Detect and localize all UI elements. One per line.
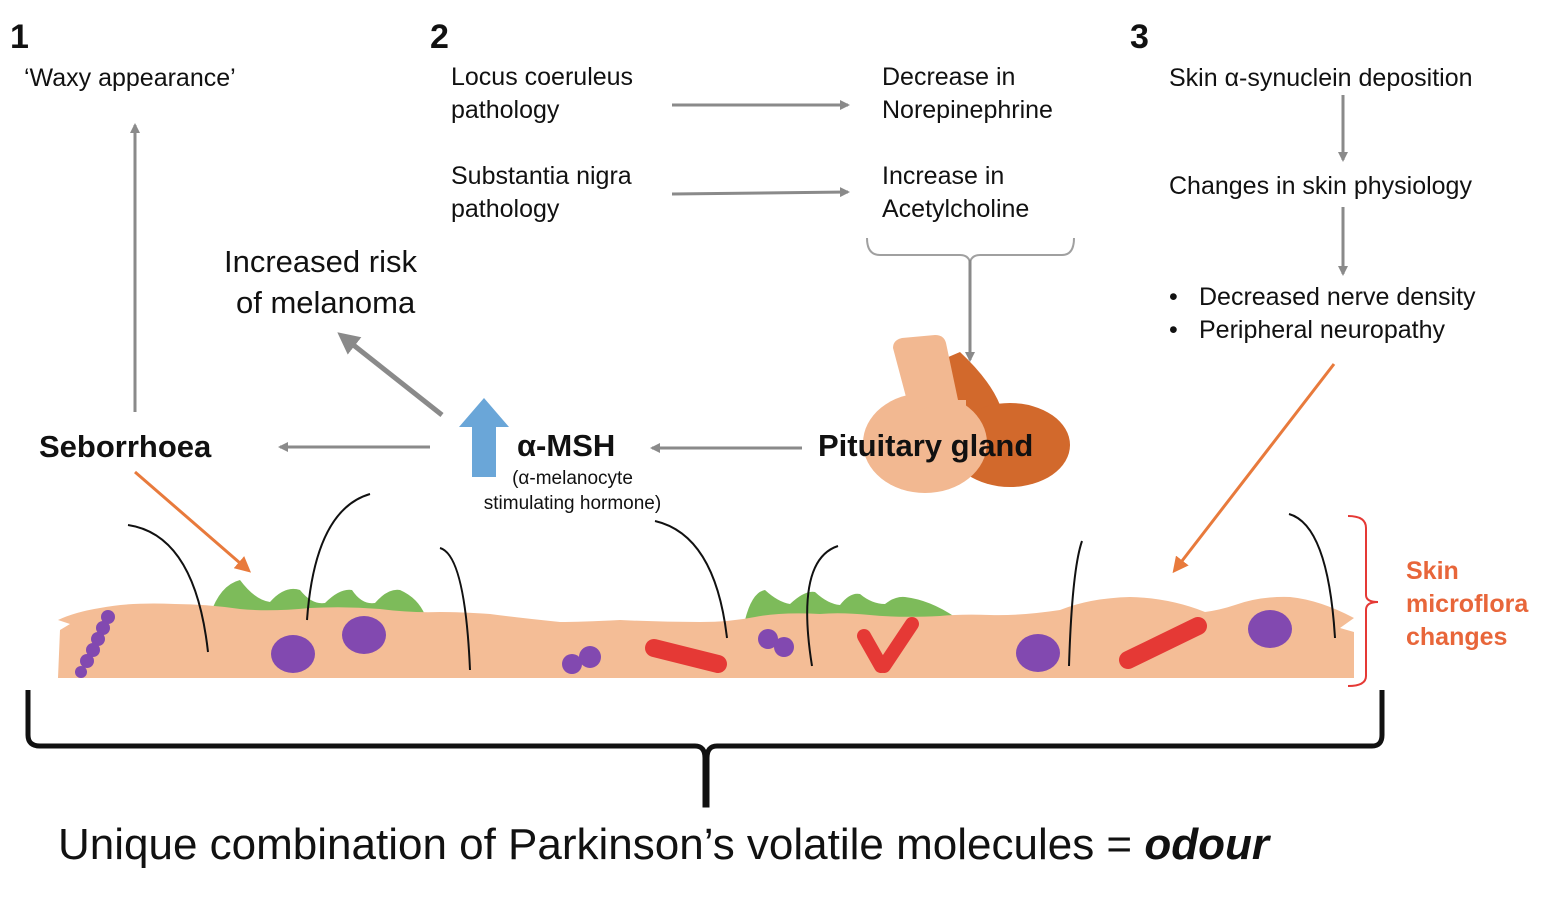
sebum-patch [745, 590, 955, 620]
microflora-label-line1: Skin [1406, 557, 1459, 585]
alpha-msh-fullname: (α-melanocyte stimulating hormone) [470, 466, 675, 516]
locus-coeruleus-line1: Locus coeruleus [451, 63, 634, 91]
decrease-norepinephrine-line1: Decrease in [882, 63, 1016, 91]
alpha-msh-label: α-MSH [517, 428, 616, 463]
arrow-neuropathy-to-skin [1172, 363, 1336, 574]
microflora-label: Skin microflora changes [1406, 555, 1528, 654]
hair [127, 524, 209, 653]
melanoma-risk-line1: Increased risk [224, 244, 417, 279]
neurotransmitter-bracket [866, 237, 1075, 266]
decrease-norepinephrine-line2: Norepinephrine [882, 96, 1053, 124]
odour-conclusion-text: Unique combination of Parkinson’s volati… [58, 820, 1145, 869]
panel-3-number: 3 [1130, 18, 1149, 56]
pituitary-gland-icon [863, 335, 1070, 493]
microflora-label-line2: microflora [1406, 590, 1529, 618]
seborrhoea-label: Seborrhoea [39, 429, 212, 464]
skin-physiology-label: Changes in skin physiology [1169, 172, 1472, 200]
panel-1-number: 1 [10, 18, 29, 56]
odour-bracket [25, 690, 1385, 808]
substantia-nigra-line1: Substantia nigra [451, 162, 632, 190]
msh-increase-arrow-icon [459, 398, 509, 477]
skin-illustration [58, 493, 1354, 678]
substantia-nigra-line2: pathology [451, 195, 560, 223]
hair [654, 520, 728, 639]
neuro-effects-list: Decreased nerve density Peripheral neuro… [1169, 281, 1476, 347]
increase-acetylcholine-line2: Acetylcholine [882, 195, 1030, 223]
hair [806, 545, 839, 667]
microflora-label-line3: changes [1406, 623, 1508, 651]
arrow-substantia-to-increase [671, 187, 850, 198]
list-item: Decreased nerve density [1169, 281, 1476, 314]
arrow-msh-to-melanoma [337, 332, 444, 417]
panel-2-number: 2 [430, 18, 449, 56]
hair [439, 547, 471, 671]
waxy-appearance-label: ‘Waxy appearance’ [24, 64, 236, 92]
increase-acetylcholine-line1: Increase in [882, 162, 1005, 190]
alpha-msh-fullname-line1: (α-melanocyte [512, 468, 633, 489]
odour-emphasis: odour [1144, 820, 1269, 869]
hair [1068, 540, 1083, 667]
odour-conclusion: Unique combination of Parkinson’s volati… [58, 820, 1269, 870]
hair [306, 493, 371, 621]
locus-coeruleus-line2: pathology [451, 96, 560, 124]
hair [1288, 513, 1336, 639]
alpha-msh-fullname-line2: stimulating hormone) [483, 493, 662, 514]
melanoma-risk-line2: of melanoma [236, 285, 416, 320]
microflora-bracket [1347, 515, 1379, 687]
pituitary-gland-label: Pituitary gland [818, 428, 1034, 463]
sebum-patch [210, 580, 425, 615]
arrow-seborrhoea-to-skin [134, 470, 252, 573]
list-item: Peripheral neuropathy [1169, 314, 1476, 347]
synuclein-deposition-label: Skin α-synuclein deposition [1169, 64, 1473, 92]
